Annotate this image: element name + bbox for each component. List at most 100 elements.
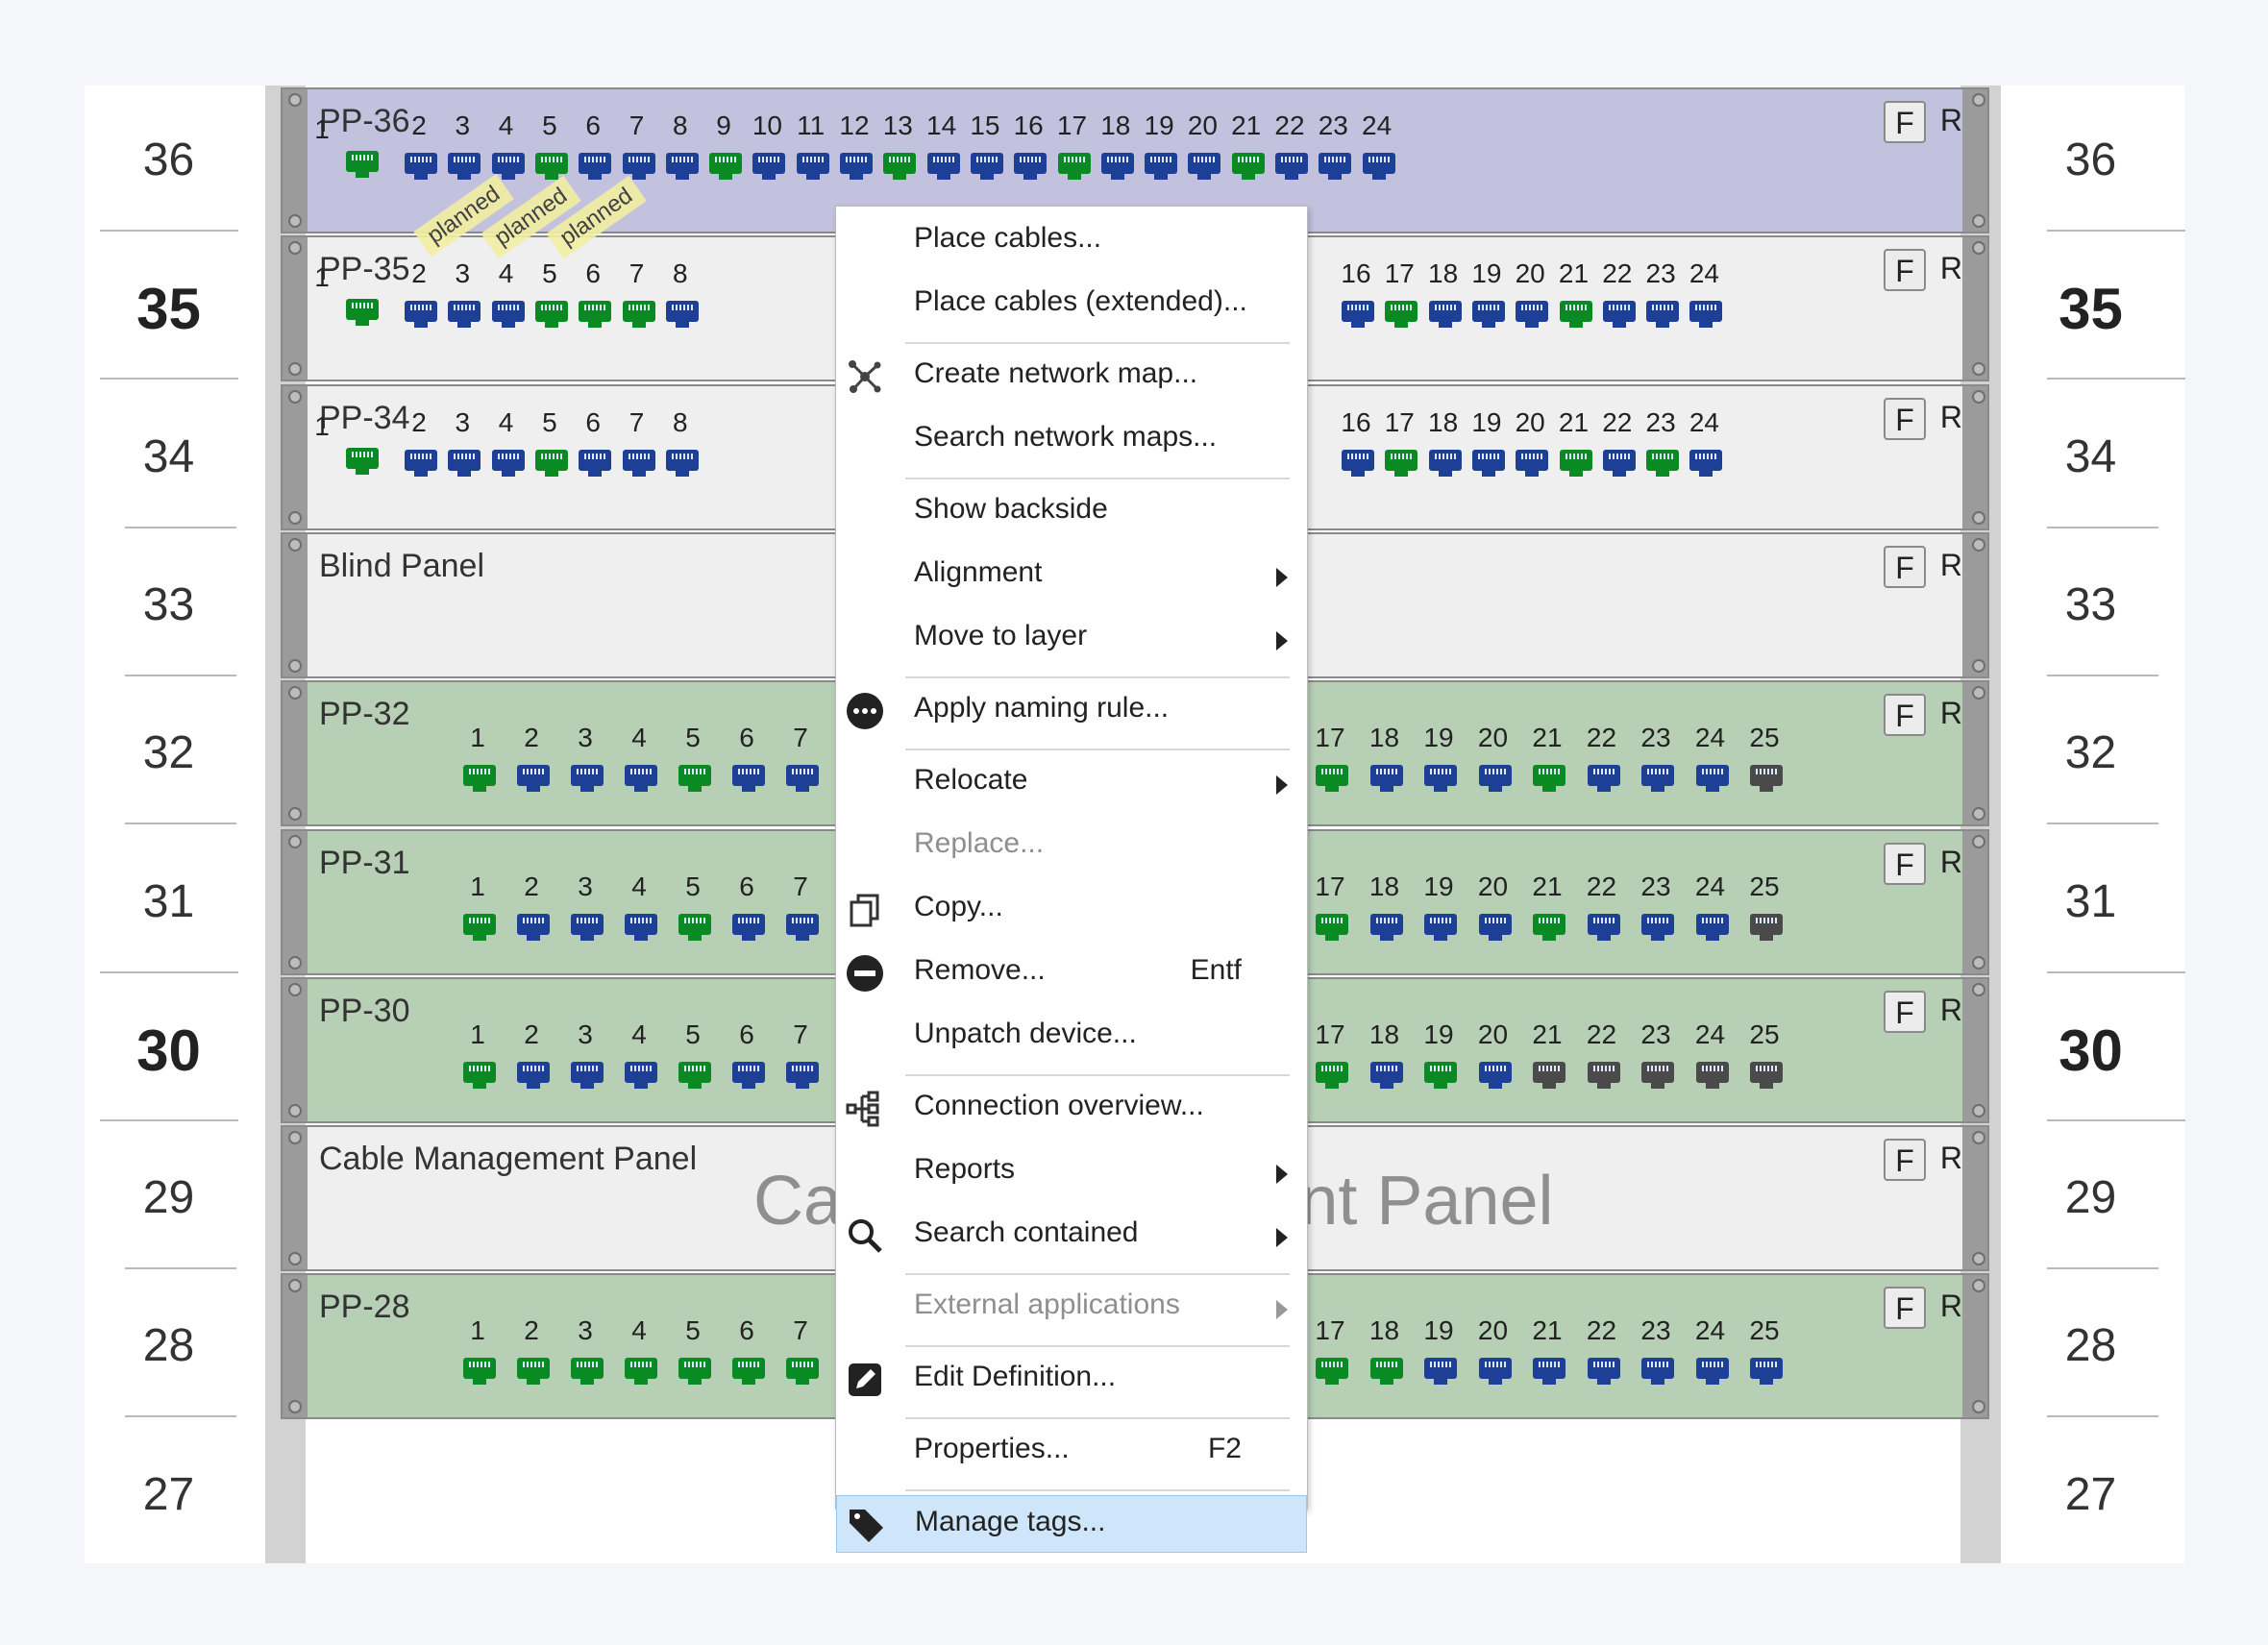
port-25[interactable]: 25 bbox=[1731, 723, 1798, 798]
port-23[interactable]: 23 bbox=[1627, 407, 1694, 482]
front-toggle-button[interactable]: F bbox=[1884, 842, 1926, 885]
port-18[interactable]: 18 bbox=[1351, 1315, 1418, 1390]
front-toggle-button[interactable]: F bbox=[1884, 249, 1926, 292]
port-10[interactable]: 10 bbox=[733, 110, 801, 185]
port-20[interactable]: 20 bbox=[1496, 407, 1564, 482]
port-21[interactable]: 21 bbox=[1514, 1019, 1581, 1094]
port-18[interactable]: 18 bbox=[1351, 723, 1418, 798]
port-18[interactable]: 18 bbox=[1410, 407, 1477, 482]
port-3[interactable]: 3 bbox=[552, 723, 619, 798]
menu-item-connection-overview[interactable]: Connection overview... bbox=[836, 1080, 1307, 1138]
port-16[interactable]: 16 bbox=[1322, 407, 1390, 482]
port-6[interactable]: 6 bbox=[713, 1019, 780, 1094]
port-18[interactable]: 18 bbox=[1351, 1019, 1418, 1094]
port-22[interactable]: 22 bbox=[1568, 872, 1636, 946]
port-1[interactable]: 1 bbox=[444, 872, 511, 946]
port-2[interactable]: 2 bbox=[385, 110, 453, 185]
port-5[interactable]: 5 bbox=[516, 258, 583, 333]
port-5[interactable]: 5 bbox=[516, 110, 583, 185]
menu-item-place-cables[interactable]: Place cables... bbox=[836, 212, 1307, 270]
port-1[interactable]: 1 bbox=[444, 1019, 511, 1094]
port-3[interactable]: 3 bbox=[552, 1315, 619, 1390]
rear-toggle-button[interactable]: R bbox=[1939, 844, 1962, 879]
port-24[interactable]: 24 bbox=[1677, 872, 1744, 946]
menu-item-manage-tags[interactable]: Manage tags... bbox=[836, 1495, 1307, 1553]
port-25[interactable]: 25 bbox=[1731, 1019, 1798, 1094]
rear-toggle-button[interactable]: R bbox=[1939, 251, 1962, 286]
port-23[interactable]: 23 bbox=[1622, 1315, 1689, 1390]
port-7[interactable]: 7 bbox=[767, 723, 834, 798]
port-7[interactable]: 7 bbox=[604, 258, 671, 333]
port-22[interactable]: 22 bbox=[1568, 1315, 1636, 1390]
rear-toggle-button[interactable]: R bbox=[1939, 399, 1962, 434]
front-toggle-button[interactable]: F bbox=[1884, 694, 1926, 737]
port-17[interactable]: 17 bbox=[1366, 258, 1433, 333]
port-6[interactable]: 6 bbox=[559, 110, 627, 185]
port-7[interactable]: 7 bbox=[767, 872, 834, 946]
port-19[interactable]: 19 bbox=[1453, 258, 1520, 333]
port-20[interactable]: 20 bbox=[1460, 872, 1527, 946]
menu-item-unpatch-device[interactable]: Unpatch device... bbox=[836, 1008, 1307, 1066]
port-4[interactable]: 4 bbox=[473, 258, 540, 333]
port-8[interactable]: 8 bbox=[647, 258, 714, 333]
menu-item-edit-definition[interactable]: Edit Definition... bbox=[836, 1351, 1307, 1409]
menu-item-reports[interactable]: Reports bbox=[836, 1143, 1307, 1201]
rear-toggle-button[interactable]: R bbox=[1939, 1289, 1962, 1324]
port-18[interactable]: 18 bbox=[1082, 110, 1149, 185]
port-24[interactable]: 24 bbox=[1677, 1315, 1744, 1390]
front-toggle-button[interactable]: F bbox=[1884, 1139, 1926, 1182]
port-2[interactable]: 2 bbox=[498, 1315, 565, 1390]
port-20[interactable]: 20 bbox=[1460, 1315, 1527, 1390]
menu-item-remove[interactable]: Remove...Entf bbox=[836, 945, 1307, 1002]
port-7[interactable]: 7 bbox=[604, 407, 671, 482]
port-21[interactable]: 21 bbox=[1514, 1315, 1581, 1390]
menu-item-move-to-layer[interactable]: Move to layer bbox=[836, 610, 1307, 668]
port-4[interactable]: 4 bbox=[605, 723, 673, 798]
port-19[interactable]: 19 bbox=[1405, 872, 1472, 946]
port-24[interactable]: 24 bbox=[1670, 407, 1738, 482]
port-22[interactable]: 22 bbox=[1568, 1019, 1636, 1094]
front-toggle-button[interactable]: F bbox=[1884, 990, 1926, 1033]
port-4[interactable]: 4 bbox=[605, 1315, 673, 1390]
port-23[interactable]: 23 bbox=[1622, 1019, 1689, 1094]
port-23[interactable]: 23 bbox=[1299, 110, 1367, 185]
port-1[interactable]: 1 bbox=[444, 1315, 511, 1390]
port-17[interactable]: 17 bbox=[1296, 872, 1364, 946]
port-20[interactable]: 20 bbox=[1460, 1019, 1527, 1094]
port-23[interactable]: 23 bbox=[1627, 258, 1694, 333]
port-24[interactable]: 24 bbox=[1677, 1019, 1744, 1094]
port-23[interactable]: 23 bbox=[1622, 723, 1689, 798]
port-11[interactable]: 11 bbox=[777, 110, 845, 185]
front-toggle-button[interactable]: F bbox=[1884, 397, 1926, 440]
port-16[interactable]: 16 bbox=[995, 110, 1062, 185]
port-3[interactable]: 3 bbox=[552, 872, 619, 946]
port-6[interactable]: 6 bbox=[559, 407, 627, 482]
rear-toggle-button[interactable]: R bbox=[1939, 103, 1962, 137]
port-21[interactable]: 21 bbox=[1213, 110, 1280, 185]
menu-item-create-network-map[interactable]: Create network map... bbox=[836, 348, 1307, 405]
menu-item-search-network-maps[interactable]: Search network maps... bbox=[836, 411, 1307, 469]
port-2[interactable]: 2 bbox=[385, 258, 453, 333]
port-5[interactable]: 5 bbox=[659, 1315, 727, 1390]
front-toggle-button[interactable]: F bbox=[1884, 101, 1926, 143]
port-6[interactable]: 6 bbox=[713, 723, 780, 798]
port-5[interactable]: 5 bbox=[659, 723, 727, 798]
port-4[interactable]: 4 bbox=[605, 1019, 673, 1094]
port-6[interactable]: 6 bbox=[713, 872, 780, 946]
port-19[interactable]: 19 bbox=[1405, 1315, 1472, 1390]
port-6[interactable]: 6 bbox=[713, 1315, 780, 1390]
port-22[interactable]: 22 bbox=[1584, 407, 1651, 482]
port-7[interactable]: 7 bbox=[604, 110, 671, 185]
rear-toggle-button[interactable]: R bbox=[1939, 547, 1962, 582]
port-19[interactable]: 19 bbox=[1405, 1019, 1472, 1094]
port-2[interactable]: 2 bbox=[385, 407, 453, 482]
port-3[interactable]: 3 bbox=[429, 407, 496, 482]
port-5[interactable]: 5 bbox=[659, 872, 727, 946]
menu-item-show-backside[interactable]: Show backside bbox=[836, 483, 1307, 541]
port-24[interactable]: 24 bbox=[1670, 258, 1738, 333]
menu-item-relocate[interactable]: Relocate bbox=[836, 754, 1307, 812]
port-21[interactable]: 21 bbox=[1541, 407, 1608, 482]
port-20[interactable]: 20 bbox=[1496, 258, 1564, 333]
port-18[interactable]: 18 bbox=[1351, 872, 1418, 946]
menu-item-properties[interactable]: Properties...F2 bbox=[836, 1423, 1307, 1481]
